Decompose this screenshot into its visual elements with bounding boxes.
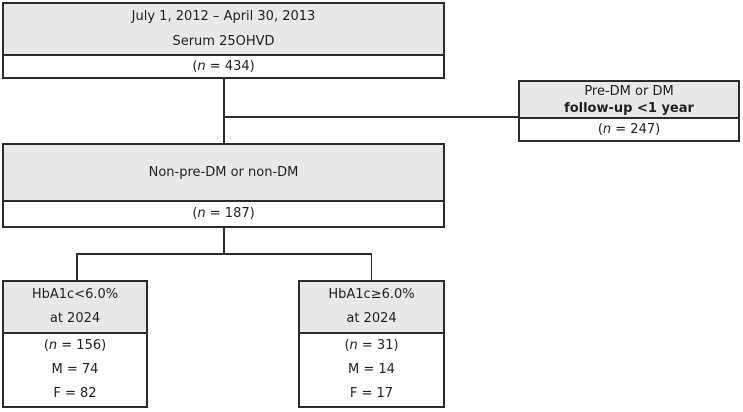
box-serum-cohort-header: July 1, 2012 – April 30, 2013 Serum 25OH…	[4, 4, 443, 56]
box-hba1c-below-6-header: HbA1c<6.0% at 2024	[4, 282, 146, 334]
box-excluded-predm-header: Pre-DM or DM follow-up <1 year	[520, 82, 738, 119]
box-non-predm-body: (n = 187)	[4, 202, 443, 226]
connector-nondm-down	[223, 228, 225, 254]
hba1c-high-label: HbA1c≥6.0%	[328, 287, 415, 302]
non-predm-label: Non-pre-DM or non-DM	[148, 165, 299, 180]
box-excluded-predm-body: (n = 247)	[520, 119, 738, 140]
hba1c-low-female-count: F = 82	[53, 386, 97, 401]
box-hba1c-above-6-body: (n = 31) M = 14 F = 17	[300, 334, 443, 406]
cohort-test-label: Serum 25OHVD	[172, 34, 275, 49]
hba1c-low-label: HbA1c<6.0%	[31, 287, 119, 302]
hba1c-low-n-count: (n = 156)	[43, 338, 107, 353]
excluded-label: Pre-DM or DM	[584, 83, 674, 99]
hba1c-low-year-label: at 2024	[49, 311, 101, 326]
connector-cohort-to-nondm	[223, 79, 225, 143]
box-serum-cohort-body: (n = 434)	[4, 56, 443, 77]
hba1c-high-year-label: at 2024	[346, 311, 397, 326]
box-serum-cohort: July 1, 2012 – April 30, 2013 Serum 25OH…	[2, 2, 445, 79]
connector-to-excluded	[224, 116, 518, 118]
box-non-predm-header: Non-pre-DM or non-DM	[4, 145, 443, 202]
connector-branch-horizontal	[76, 253, 372, 255]
hba1c-low-male-count: M = 74	[51, 362, 99, 377]
box-hba1c-above-6-header: HbA1c≥6.0% at 2024	[300, 282, 443, 334]
excluded-n-count: (n = 247)	[597, 122, 661, 137]
connector-branch-left	[76, 253, 78, 280]
hba1c-high-female-count: F = 17	[349, 386, 394, 401]
box-excluded-predm: Pre-DM or DM follow-up <1 year (n = 247)	[518, 80, 740, 142]
box-non-predm: Non-pre-DM or non-DM (n = 187)	[2, 143, 445, 228]
box-hba1c-below-6-body: (n = 156) M = 74 F = 82	[4, 334, 146, 406]
excluded-followup-label: follow-up <1 year	[564, 100, 694, 116]
cohort-date-range: July 1, 2012 – April 30, 2013	[131, 9, 316, 24]
hba1c-high-male-count: M = 14	[348, 362, 395, 377]
cohort-n-count: (n = 434)	[192, 59, 255, 74]
non-predm-n-count: (n = 187)	[192, 206, 255, 221]
box-hba1c-above-6: HbA1c≥6.0% at 2024 (n = 31) M = 14 F = 1…	[298, 280, 445, 408]
hba1c-high-n-count: (n = 31)	[344, 338, 399, 353]
box-hba1c-below-6: HbA1c<6.0% at 2024 (n = 156) M = 74 F = …	[2, 280, 148, 408]
connector-branch-right	[370, 253, 372, 280]
